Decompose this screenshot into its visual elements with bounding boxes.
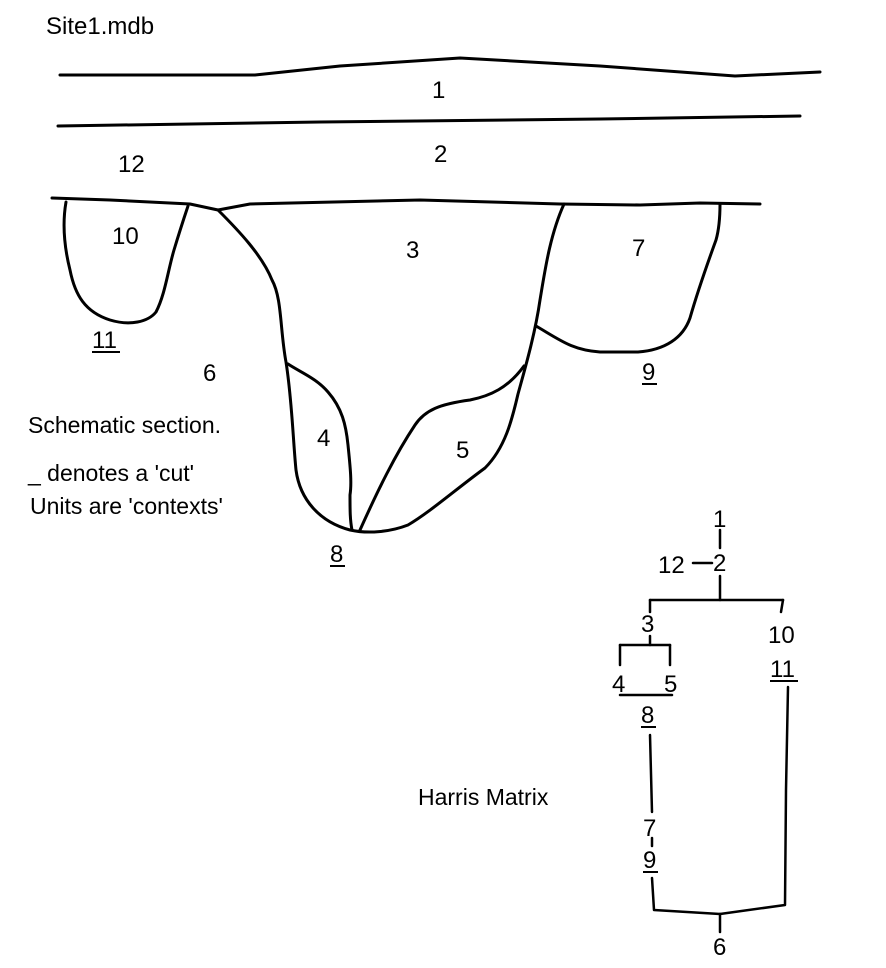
matrix-node-12: 12: [658, 552, 685, 579]
matrix-node-7: 7: [643, 815, 656, 842]
matrix-node-10: 10: [768, 622, 795, 649]
matrix-node-5: 5: [664, 671, 677, 698]
context-label-7: 7: [632, 235, 645, 262]
fill-5-boundary: [358, 364, 526, 532]
note-cut-denotation: _ denotes a 'cut': [27, 460, 194, 486]
matrix-node-4: 4: [612, 671, 625, 698]
context-label-2: 2: [434, 141, 447, 168]
fill-4-boundary: [286, 362, 354, 532]
cut-8-outline: [216, 202, 566, 534]
context-label-8: 8: [330, 541, 343, 568]
matrix-node-2: 2: [713, 550, 726, 577]
edge-9-6: [650, 876, 722, 916]
context-label-4: 4: [317, 425, 330, 452]
harris-matrix: 1 12 2 3 10 11 4 5 8 7 9 6: [612, 506, 798, 961]
context-label-6: 6: [203, 360, 216, 387]
file-name: Site1.mdb: [46, 13, 154, 40]
context-label-5: 5: [456, 437, 469, 464]
schematic-section: 1 2 12 10 3 7 11 9 6 4 5 8: [50, 56, 822, 568]
layer-1-bottom-line: [56, 114, 802, 128]
matrix-node-1: 1: [713, 506, 726, 533]
edge-11-6: [718, 685, 790, 916]
context-label-9: 9: [642, 359, 655, 386]
matrix-node-3: 3: [641, 611, 654, 638]
layer-1-top-line: [58, 56, 822, 78]
note-schematic-section: Schematic section.: [28, 412, 221, 438]
cut-11-outline: [62, 200, 190, 325]
matrix-node-9: 9: [643, 847, 656, 874]
edge-8-7: [648, 733, 654, 814]
context-label-10: 10: [112, 223, 139, 250]
matrix-node-6: 6: [713, 934, 726, 961]
matrix-title: Harris Matrix: [418, 784, 549, 810]
cut-9-outline: [534, 202, 722, 354]
context-label-12: 12: [118, 151, 145, 178]
context-label-1: 1: [432, 77, 445, 104]
matrix-node-8: 8: [641, 702, 654, 729]
layer-2-bottom-line: [50, 196, 762, 212]
edge-bar-10: [779, 598, 785, 614]
matrix-node-11: 11: [770, 656, 795, 683]
context-label-11: 11: [92, 327, 117, 354]
context-label-3: 3: [406, 237, 419, 264]
note-units: Units are 'contexts': [30, 493, 223, 519]
